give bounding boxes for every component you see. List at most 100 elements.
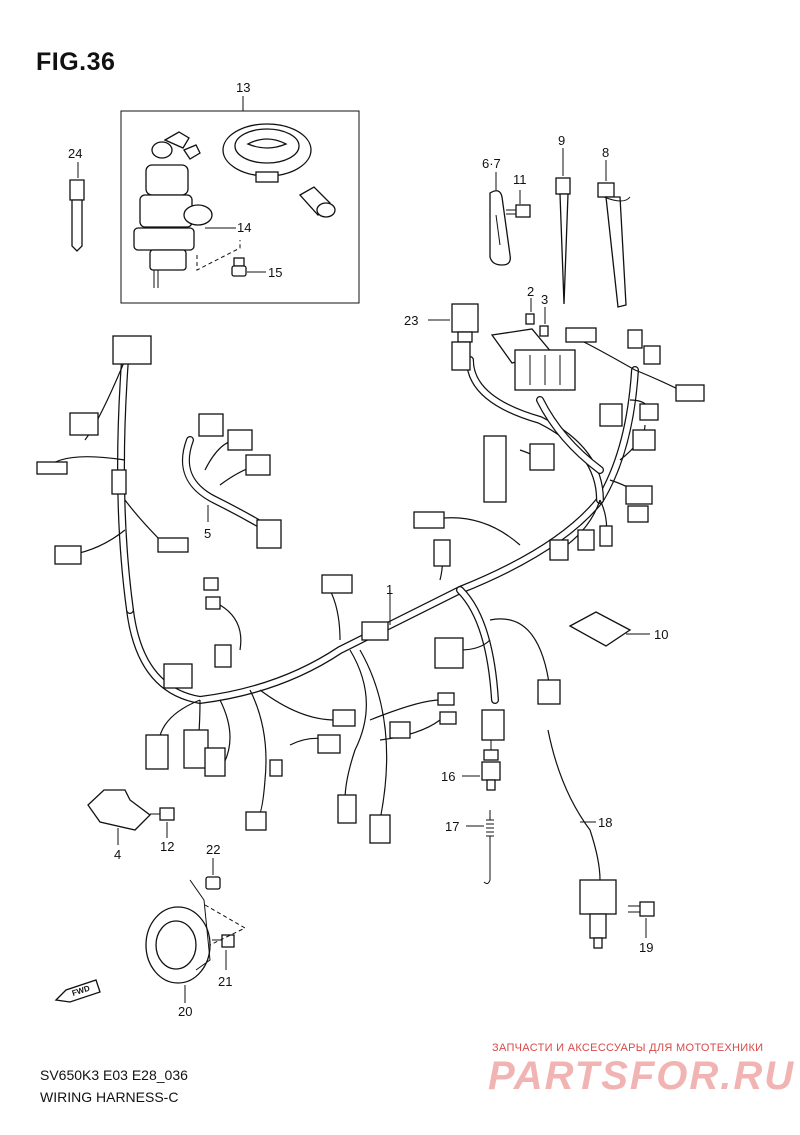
connector-h[interactable] <box>204 747 226 777</box>
key[interactable] <box>69 179 85 252</box>
connector-a[interactable] <box>69 412 99 436</box>
connector-ai[interactable] <box>675 384 705 402</box>
connector-y[interactable] <box>433 539 451 567</box>
screw-15[interactable] <box>231 257 247 277</box>
connector-w[interactable] <box>439 711 457 725</box>
bolt-11[interactable] <box>506 204 531 218</box>
screw-12[interactable] <box>150 807 175 821</box>
connector-al[interactable] <box>643 345 661 365</box>
connector-j[interactable] <box>245 811 267 831</box>
connector-r[interactable] <box>317 734 341 754</box>
ignition-kit-group <box>120 96 360 304</box>
switch-16[interactable] <box>481 740 501 791</box>
horn-20[interactable] <box>145 879 211 984</box>
callout-22: 22 <box>206 842 220 857</box>
seat-lock-cylinder[interactable] <box>298 186 336 218</box>
connector-q[interactable] <box>332 709 356 727</box>
bolt-19[interactable] <box>628 901 655 917</box>
callout-8: 8 <box>602 145 609 160</box>
connector-b[interactable] <box>36 461 68 475</box>
bracket-6-7[interactable] <box>489 190 511 266</box>
cable-tie-9[interactable] <box>555 177 571 305</box>
main-wiring-harness[interactable] <box>36 327 705 844</box>
connector-l[interactable] <box>203 577 219 591</box>
callout-1: 1 <box>386 582 393 597</box>
connector-ab[interactable] <box>577 529 595 551</box>
connector-k[interactable] <box>269 759 283 777</box>
callout-15: 15 <box>268 265 282 280</box>
callout-20: 20 <box>178 1004 192 1019</box>
callout-13: 13 <box>236 80 250 95</box>
ignition-switch[interactable] <box>133 131 213 288</box>
callout-14: 14 <box>237 220 251 235</box>
callout-6-7: 6·7 <box>482 156 501 171</box>
connector-t[interactable] <box>369 814 391 844</box>
connector-x[interactable] <box>434 637 464 669</box>
connector-p[interactable] <box>361 621 389 641</box>
connector-ah[interactable] <box>599 403 623 427</box>
callout-16: 16 <box>441 769 455 784</box>
fwd-arrow-icon: FWD <box>54 979 101 1003</box>
watermark-tagline: ЗАПЧАСТИ И АКСЕССУАРЫ ДЛЯ МОТОТЕХНИКИ <box>492 1042 764 1054</box>
sub-harness-5[interactable] <box>182 413 282 549</box>
callout-9: 9 <box>558 133 565 148</box>
callout-11: 11 <box>513 172 527 187</box>
callout-18: 18 <box>598 815 612 830</box>
callout-19: 19 <box>639 940 653 955</box>
callout-23: 23 <box>404 313 418 328</box>
relay-23[interactable] <box>451 303 479 343</box>
connector-ae[interactable] <box>627 505 649 523</box>
callout-10: 10 <box>654 627 668 642</box>
fuse-3[interactable] <box>539 325 549 337</box>
connector-headlight[interactable] <box>112 335 152 365</box>
fuse-box[interactable] <box>490 328 576 391</box>
connector-o[interactable] <box>321 574 353 594</box>
connector-af[interactable] <box>632 429 656 451</box>
connector-16-plug[interactable] <box>481 709 505 741</box>
diagram-name: WIRING HARNESS-C <box>40 1089 179 1105</box>
ignition-kit-frame <box>120 110 360 304</box>
connector-c[interactable] <box>111 469 127 495</box>
callout-5: 5 <box>204 526 211 541</box>
connector-aa[interactable] <box>549 539 569 561</box>
fuel-cap-lock[interactable] <box>222 123 312 183</box>
connector-s[interactable] <box>337 794 357 824</box>
connector-ag[interactable] <box>639 403 659 421</box>
figure-title: FIG.36 <box>36 48 116 76</box>
connector-i[interactable] <box>163 663 193 689</box>
callout-2: 2 <box>527 284 534 299</box>
connector-aj[interactable] <box>565 327 597 343</box>
connector-m[interactable] <box>205 596 221 610</box>
callout-12: 12 <box>160 839 174 854</box>
connector-18-plug[interactable] <box>537 679 561 705</box>
connector-ao[interactable] <box>529 443 555 471</box>
diagram-code: SV650K3 E03 E28_036 <box>40 1067 188 1083</box>
connector-am[interactable] <box>451 341 471 371</box>
connector-f[interactable] <box>145 734 169 770</box>
callout-21: 21 <box>218 974 232 989</box>
connector-v[interactable] <box>437 692 455 706</box>
connector-z[interactable] <box>413 511 445 529</box>
connector-ak[interactable] <box>627 329 643 349</box>
connector-u[interactable] <box>389 721 411 739</box>
spring-17[interactable] <box>483 810 494 885</box>
callout-3: 3 <box>541 292 548 307</box>
nut-22[interactable] <box>205 876 221 890</box>
connector-n[interactable] <box>214 644 232 668</box>
bolt-21[interactable] <box>212 934 235 948</box>
bracket-4[interactable] <box>87 789 151 831</box>
cable-tie-8[interactable] <box>597 182 631 308</box>
callout-24: 24 <box>68 146 82 161</box>
callout-17: 17 <box>445 819 459 834</box>
sensor-18[interactable] <box>547 729 617 949</box>
connector-ac[interactable] <box>599 525 613 547</box>
connector-ad[interactable] <box>625 485 653 505</box>
connector-d[interactable] <box>54 545 82 565</box>
watermark-logo: PARTSFOR.RU <box>488 1054 796 1098</box>
fuse-2[interactable] <box>525 313 535 325</box>
connector-an[interactable] <box>483 435 507 503</box>
callout-4: 4 <box>114 847 121 862</box>
label-sheet-10[interactable] <box>568 611 632 647</box>
connector-e[interactable] <box>157 537 189 553</box>
